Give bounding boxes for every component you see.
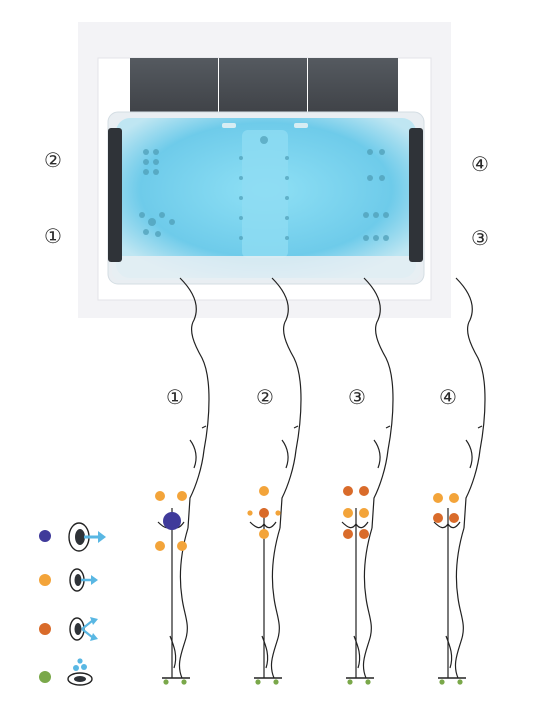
- cabinet-left: [130, 58, 218, 114]
- figure-label-2: ②: [256, 385, 274, 409]
- tub-position-label-2: ②: [44, 148, 62, 172]
- jet-dot-small: [275, 510, 281, 516]
- jet-cluster-right-upper: [367, 149, 385, 181]
- jet-dot-small: [343, 508, 353, 518]
- jet-dot-small: [449, 493, 459, 503]
- legend-dot-air: [39, 671, 51, 683]
- cabinet-center: [219, 58, 307, 114]
- small-jet-icon: [69, 568, 98, 592]
- jet-dot-rotating: [343, 486, 353, 496]
- jet-dot-small: [155, 491, 165, 501]
- jet-dot-small: [259, 529, 269, 539]
- legend-rotating-jet: [39, 617, 98, 641]
- figure-position-3: [341, 277, 394, 686]
- jet-dot-small: [177, 541, 187, 551]
- jet-dot-small: [259, 486, 269, 496]
- jet-dot-small: [177, 491, 187, 501]
- tub-position-label-4: ④: [471, 152, 489, 176]
- legend-small-jet: [39, 568, 98, 592]
- jet-dot-rotating: [433, 513, 443, 523]
- jet-cluster-right-lower: [363, 212, 389, 241]
- cabinet-right: [308, 58, 398, 114]
- jet-dot-rotating: [259, 508, 269, 518]
- center-island: [242, 130, 288, 258]
- jet-dot-rotating: [449, 513, 459, 523]
- headrest-right: [409, 128, 423, 262]
- large-jet-icon: [68, 522, 106, 552]
- air-bubble-icon: [67, 658, 93, 686]
- figure-position-2: [247, 277, 302, 686]
- jet-cluster-left-lower: [139, 212, 175, 237]
- spa-step: [112, 256, 420, 280]
- jet-dot-small: [359, 508, 369, 518]
- rotating-jet-icon: [69, 617, 98, 641]
- figure-label-3: ③: [348, 385, 366, 409]
- jet-column-center: [239, 136, 289, 240]
- jet-dot-rotating: [343, 529, 353, 539]
- legend-dot-rotating: [39, 623, 51, 635]
- jet-dot-small: [247, 510, 253, 516]
- legend-dot-large: [39, 530, 51, 542]
- jet-dot-small: [155, 541, 165, 551]
- legend-air-bubble: [39, 658, 93, 686]
- jet-dot-large: [163, 512, 181, 530]
- figure-label-4: ④: [439, 385, 457, 409]
- top-fittings: [222, 123, 308, 128]
- jet-dot-rotating: [359, 529, 369, 539]
- jet-dot-rotating: [359, 486, 369, 496]
- spa-top-view: [78, 22, 451, 318]
- figure-position-1: [155, 277, 210, 686]
- figure-position-4: [433, 277, 486, 686]
- figure-label-1: ①: [166, 385, 184, 409]
- jet-dot-small: [433, 493, 443, 503]
- legend-large-jet: [39, 522, 106, 552]
- tub-position-label-3: ③: [471, 226, 489, 250]
- legend-dot-small: [39, 574, 51, 586]
- jet-cluster-left-upper: [143, 149, 159, 175]
- tub-position-label-1: ①: [44, 224, 62, 248]
- headrest-left: [108, 128, 122, 262]
